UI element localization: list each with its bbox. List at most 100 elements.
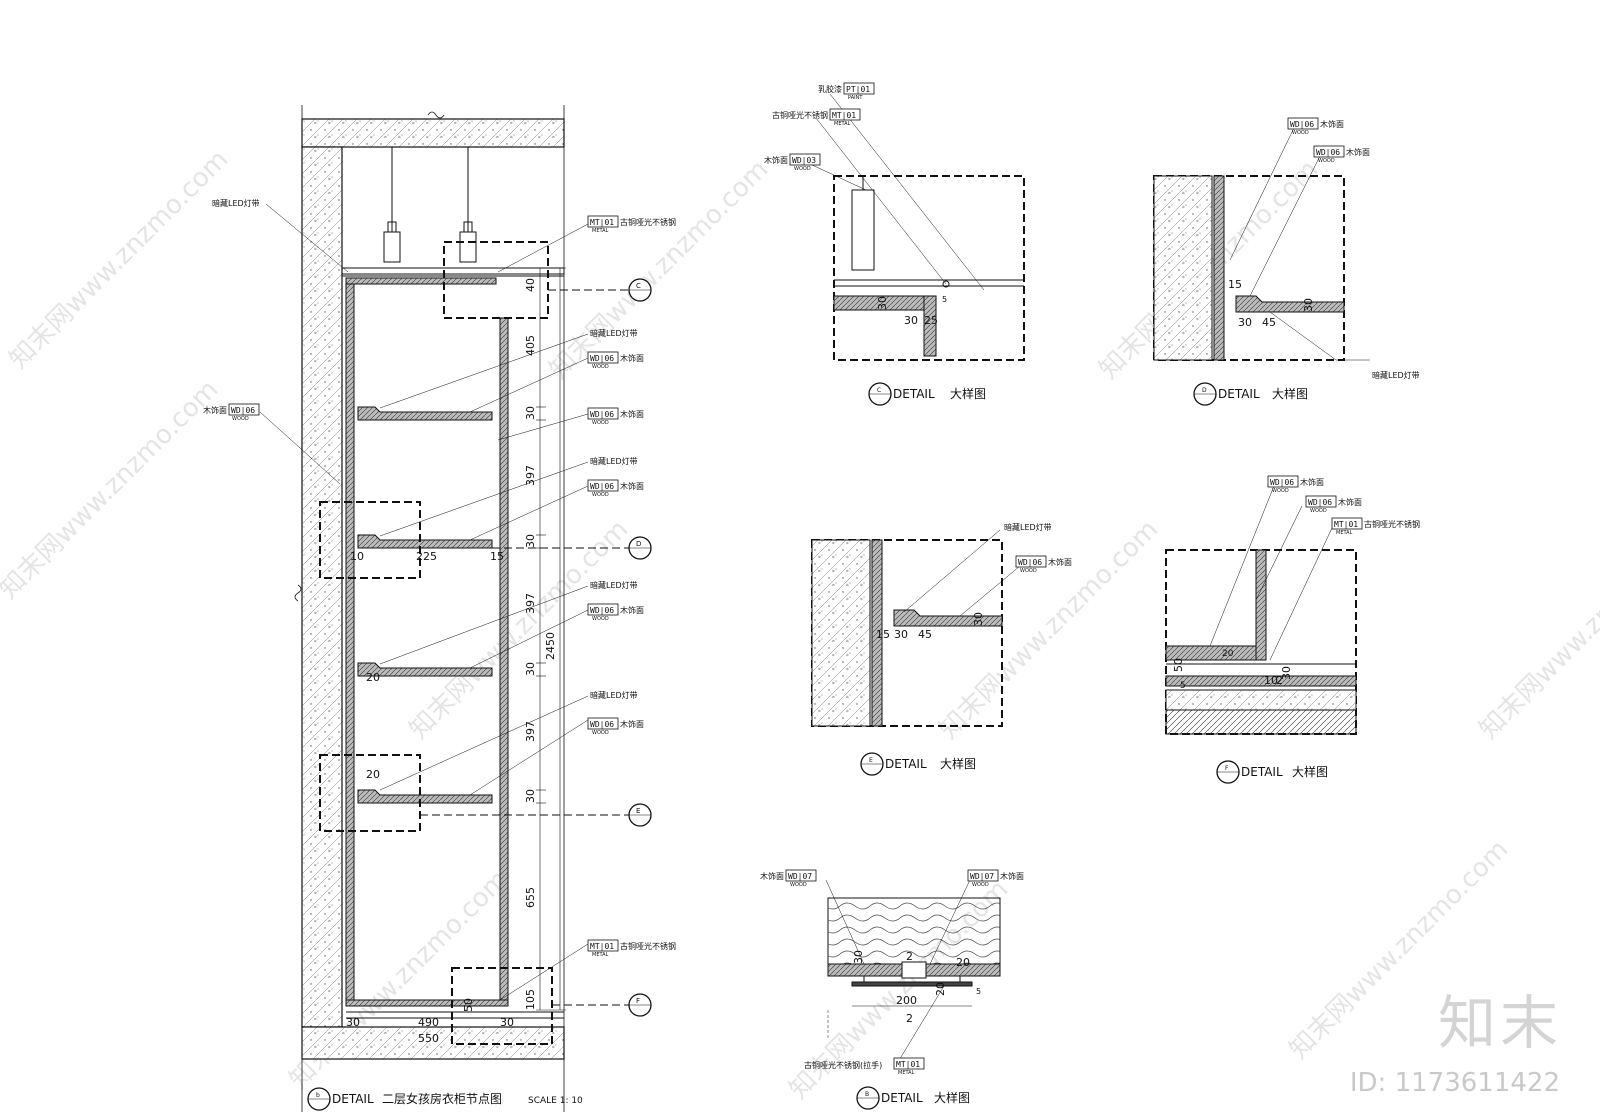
watermark-text: 知末网www.znzmo.com [404, 514, 635, 745]
watermark-text: 知末网www.znzmo.com [0, 374, 224, 605]
wood-label: 木饰面 [620, 409, 644, 419]
dim-text: 5 [1180, 681, 1186, 691]
dim-text: 397 [524, 593, 537, 614]
detail-b [825, 879, 1001, 1063]
dim-text: 20 [934, 982, 947, 996]
dim-text: 2 [906, 1012, 913, 1025]
wood-label: 木饰面 [1000, 871, 1024, 881]
dim-text: 15 [876, 628, 890, 641]
led-label: 暗藏LED灯带 [590, 456, 638, 466]
material-sub: WOOD [232, 416, 249, 422]
material-tag: WD|06 [1316, 148, 1340, 157]
caption-bubble: b [316, 1092, 320, 1099]
material-sub: WOOD [794, 166, 811, 172]
led-label: 暗藏LED灯带 [212, 198, 260, 208]
dim-text: 10 [350, 550, 364, 563]
caption-scale: SCALE 1: 10 [528, 1096, 583, 1106]
watermark-text: 知末网www.znzmo.com [1474, 514, 1600, 745]
id-watermark: ID: 1173611422 [1349, 1068, 1560, 1098]
dim-text: 30 [500, 1016, 514, 1029]
dim-text: 30 [346, 1016, 360, 1029]
dim-text: 30 [524, 406, 537, 420]
material-tag: WD|07 [788, 872, 812, 881]
dim-text: 45 [918, 628, 932, 641]
dim-text: 15 [490, 550, 504, 563]
dim-text: 20 [956, 956, 970, 969]
material-sub: METAL [592, 228, 609, 234]
dim-text: 45 [1262, 316, 1276, 329]
material-sub: METAL [834, 121, 851, 127]
material-tag: MT|01 [832, 111, 856, 120]
material-tag: WD|06 [1018, 558, 1042, 567]
dim-text: 105 [524, 989, 537, 1010]
dim-text: 30 [1280, 666, 1293, 680]
material-tag: WD|06 [590, 720, 614, 729]
material-tag: WD|03 [792, 156, 816, 165]
led-label: 暗藏LED灯带 [1004, 522, 1052, 532]
material-sub: METAL [592, 952, 609, 958]
dim-text: 490 [418, 1016, 439, 1029]
metal-label: 古铜哑光不锈钢 [1364, 519, 1420, 529]
caption-title: DETAIL [1218, 387, 1260, 401]
marker-label: C [636, 282, 641, 290]
caption-title: DETAIL [881, 1091, 923, 1105]
material-tag: WD|06 [590, 354, 614, 363]
caption-subtitle: 大样图 [1292, 764, 1328, 779]
detail-f [1165, 485, 1357, 735]
material-tag: MT|01 [1334, 520, 1358, 529]
material-tag: WD|06 [1270, 478, 1294, 487]
material-tag: WD|06 [590, 606, 614, 615]
dim-text: 50 [462, 998, 475, 1012]
wood-label: 木饰面 [620, 481, 644, 491]
caption-subtitle: 大样图 [940, 756, 976, 771]
dim-text: 15 [1228, 278, 1242, 291]
material-tag: WD|07 [970, 872, 994, 881]
dim-text: 225 [416, 550, 437, 563]
watermark-text: 知末网www.znzmo.com [4, 144, 235, 375]
marker-label: E [636, 807, 640, 815]
dim-text: 30 [524, 534, 537, 548]
material-tag: WD|06 [1308, 498, 1332, 507]
material-sub: PAINT [848, 95, 863, 101]
metal-label: 古铜哑光不锈钢 [620, 941, 676, 951]
caption-bubble: E [869, 757, 873, 764]
material-sub: WOOD [1272, 488, 1289, 494]
material-tag: WD|06 [590, 410, 614, 419]
wood-label: 木饰面 [620, 353, 644, 363]
led-label: 暗藏LED灯带 [1372, 370, 1420, 380]
detail-f-labels: WD|06 WOOD 木饰面 WD|06 WOOD 木饰面 MT|01 META… [1172, 475, 1420, 784]
caption-subtitle: 大样图 [934, 1090, 970, 1105]
wood-label: 木饰面 [764, 155, 788, 165]
dim-text: 405 [524, 335, 537, 356]
material-sub: METAL [898, 1070, 915, 1076]
caption-bubble: B [865, 1091, 869, 1098]
metal-label: 古铜哑光不锈钢(拉手) [804, 1060, 882, 1070]
section-marker-e: E [628, 803, 652, 827]
caption-bubble: F [1225, 765, 1229, 772]
brand-watermark: 知末 [1437, 989, 1562, 1057]
dim-text: 30 [904, 314, 918, 327]
wood-label: 木饰面 [1300, 477, 1324, 487]
main-elevation-dimensions: 40 405 30 397 30 397 30 397 30 655 105 2… [346, 278, 557, 1045]
dim-text: 20 [1222, 649, 1234, 659]
material-tag: WD|06 [590, 482, 614, 491]
wood-label: 木饰面 [1346, 147, 1370, 157]
material-sub: WOOD [1292, 130, 1309, 136]
dim-text: 30 [876, 296, 889, 310]
wood-label: 木饰面 [1048, 557, 1072, 567]
dim-text: 2 [906, 950, 913, 963]
caption-subtitle: 大样图 [950, 386, 986, 401]
material-tag: MT|01 [590, 942, 614, 951]
material-sub: METAL [1336, 530, 1353, 536]
dim-text: 30 [972, 612, 985, 626]
material-tag: MT|01 [896, 1060, 920, 1069]
watermark-text: 知末网www.znzmo.com [934, 514, 1165, 745]
dim-text: 30 [1238, 316, 1252, 329]
dim-text: 397 [524, 465, 537, 486]
material-tag: WD|06 [1290, 120, 1314, 129]
dim-text: 30 [894, 628, 908, 641]
dim-text: 25 [924, 314, 938, 327]
main-elevation [259, 105, 630, 1112]
dim-text: 30 [852, 950, 865, 964]
material-sub: WOOD [790, 882, 807, 888]
